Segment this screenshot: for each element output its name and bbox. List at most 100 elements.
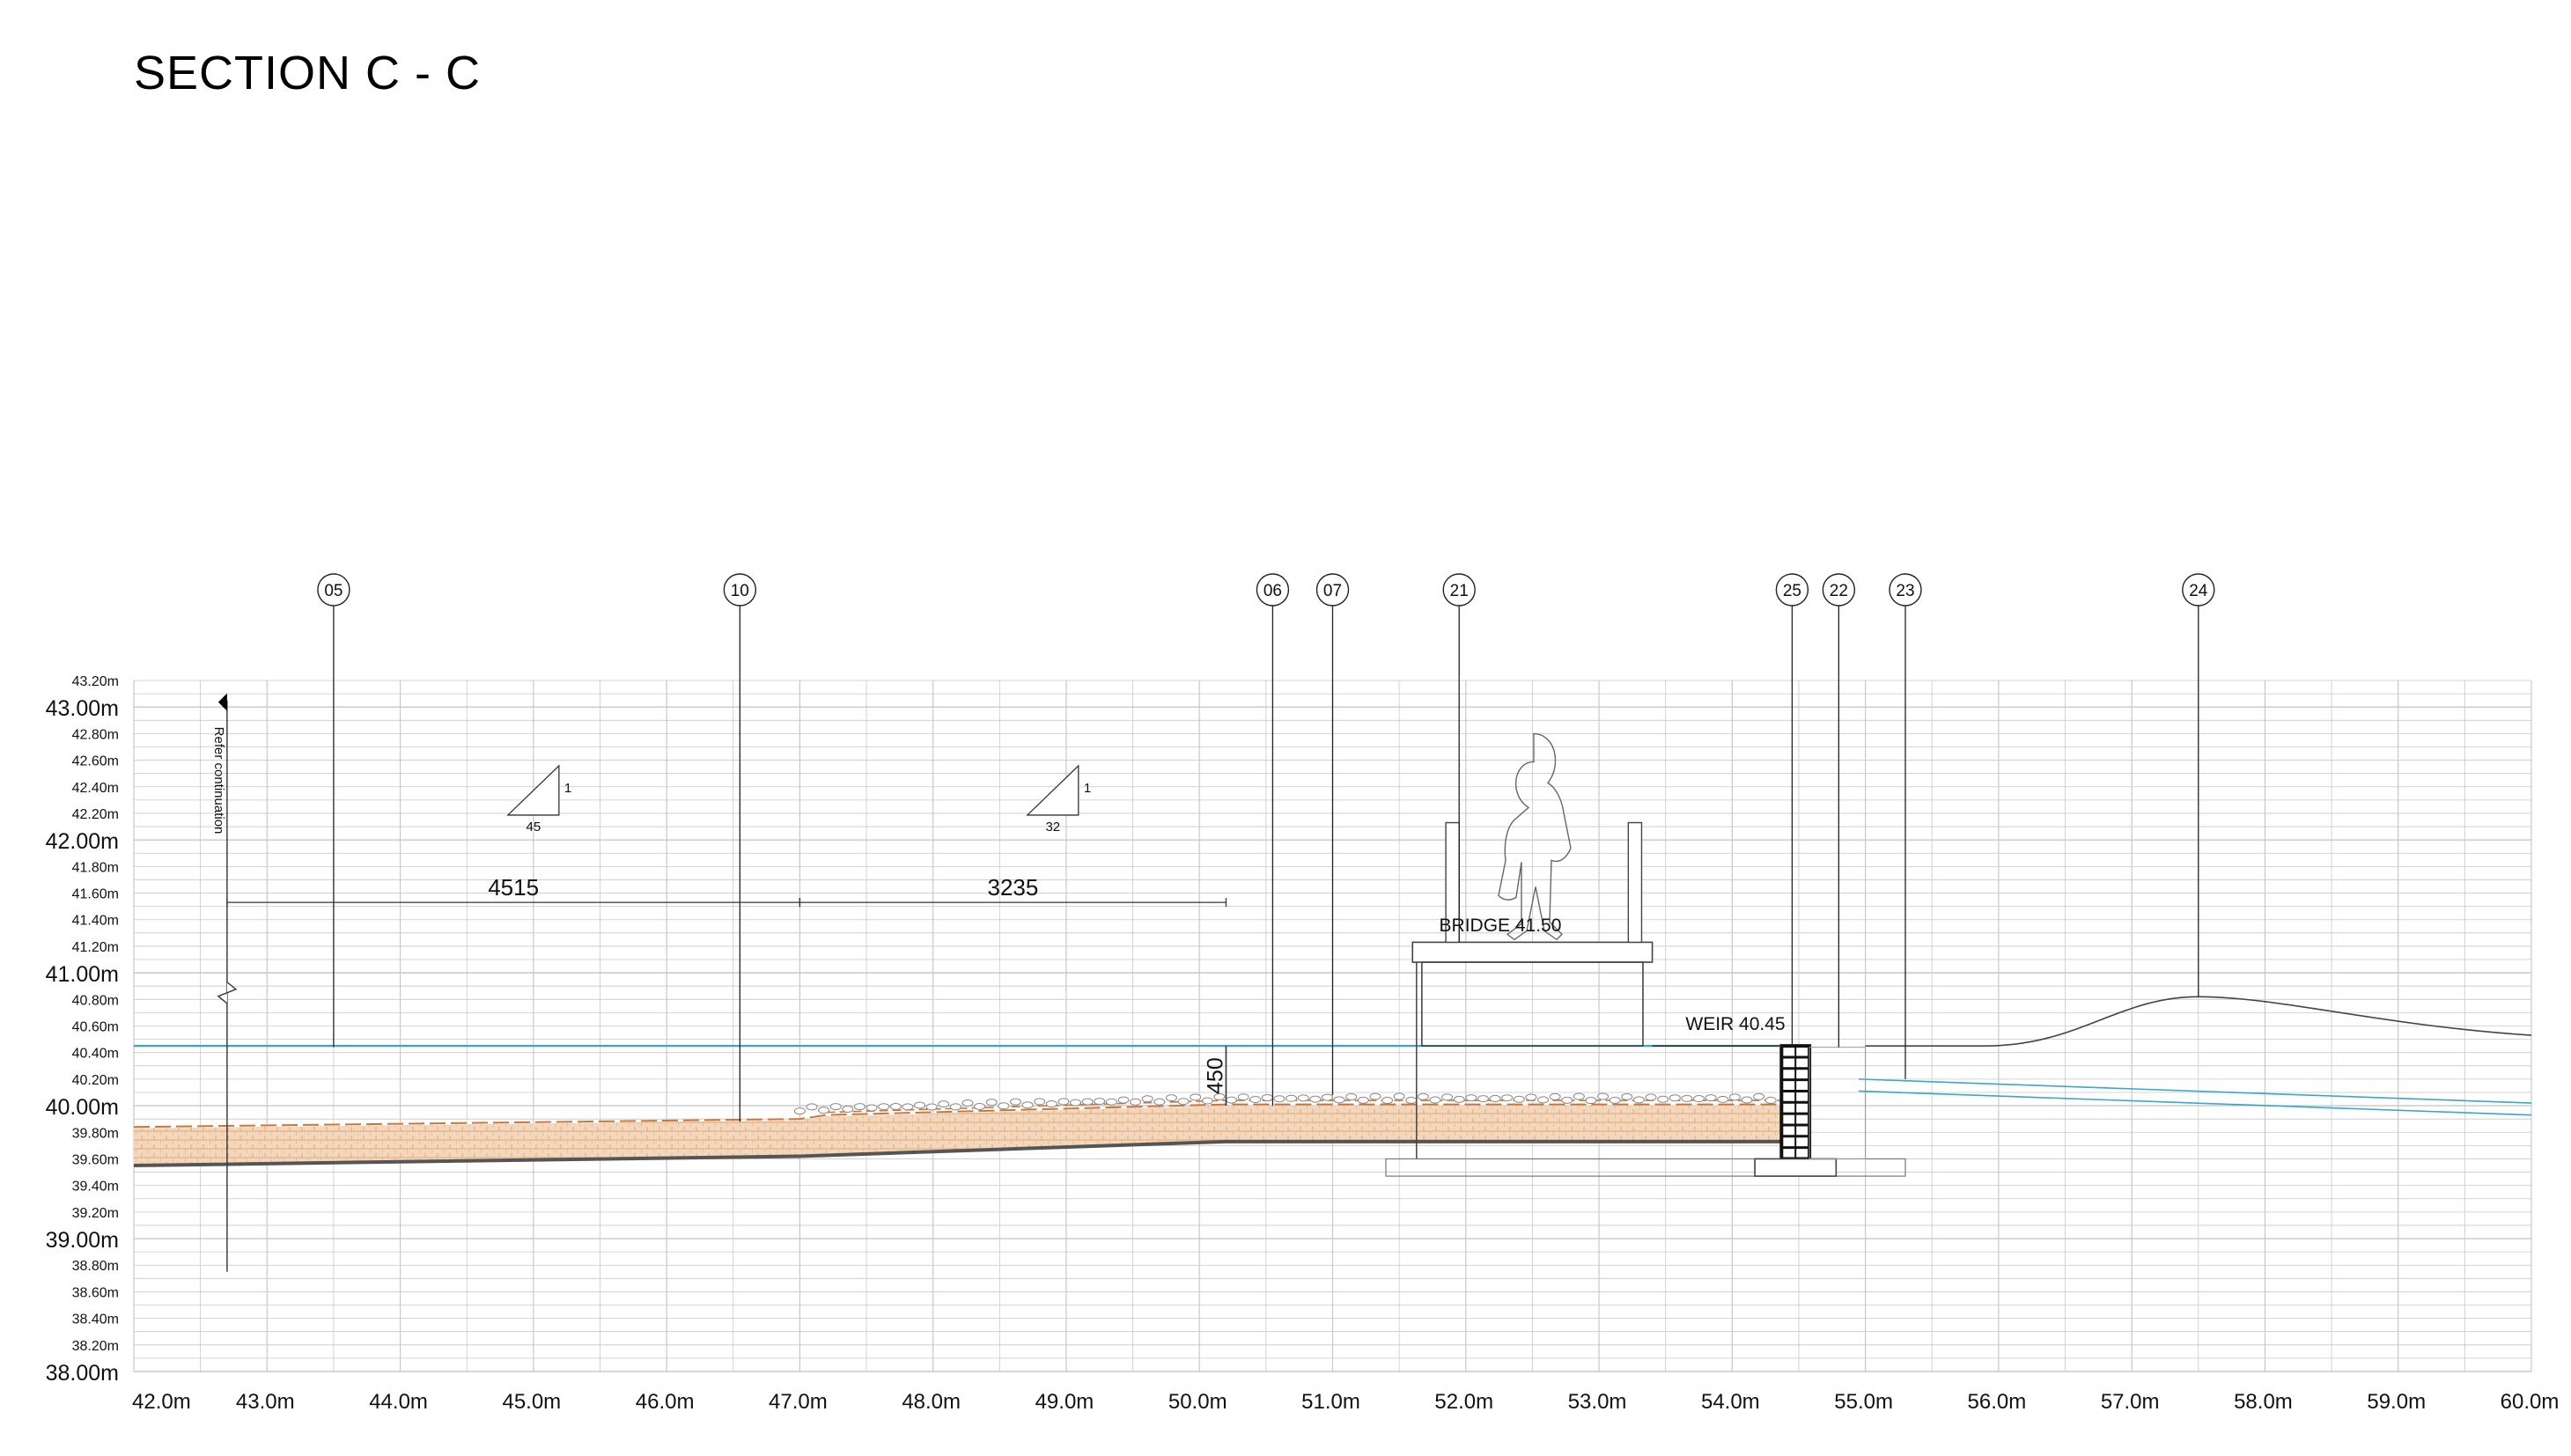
rock-cobble <box>1669 1094 1681 1102</box>
y-minor-label: 42.40m <box>72 781 119 796</box>
rock-cobble <box>1657 1095 1669 1103</box>
bridge-post <box>1627 821 1643 944</box>
callout-number: 21 <box>1450 582 1469 600</box>
dimension-label-vertical: 450 <box>1203 1057 1227 1094</box>
rock-cobble <box>1764 1096 1777 1104</box>
rock-cobble <box>1741 1096 1753 1104</box>
rock-cobble <box>1501 1094 1514 1102</box>
rock-cobble <box>1190 1093 1202 1101</box>
rock-cobble <box>1130 1098 1142 1106</box>
rock-cobble <box>1609 1096 1621 1104</box>
rock-cobble <box>1549 1092 1561 1100</box>
callout-number: 25 <box>1783 582 1801 600</box>
rock-cobble <box>1201 1097 1213 1105</box>
x-tick-label: 45.0m <box>502 1390 561 1414</box>
fill-layer <box>134 1106 1786 1166</box>
rock-cobble <box>1645 1093 1657 1101</box>
rock-cobble <box>1153 1098 1166 1106</box>
x-tick-label: 53.0m <box>1568 1390 1627 1414</box>
callout-number: 23 <box>1896 582 1914 600</box>
callout-circle <box>1315 573 1350 607</box>
rock-cobble <box>1081 1098 1094 1106</box>
callout-number: 24 <box>2189 582 2208 600</box>
rock-cobble <box>1441 1093 1454 1101</box>
fill-top-line <box>133 1103 1786 1129</box>
rock-cobble <box>1537 1096 1550 1104</box>
rock-cobble <box>1070 1099 1082 1107</box>
x-tick-label: 47.0m <box>769 1390 828 1414</box>
y-major-label: 40.00m <box>46 1095 119 1120</box>
break-symbol <box>217 982 238 1004</box>
rock-cobble <box>1141 1095 1153 1103</box>
y-minor-label: 40.80m <box>72 993 119 1008</box>
callout-circle <box>723 573 757 607</box>
y-minor-label: 41.60m <box>72 887 119 902</box>
rock-cobble <box>1693 1095 1705 1103</box>
rock-cobble <box>1273 1095 1286 1103</box>
y-major-label: 39.00m <box>46 1228 119 1253</box>
rock-cobble <box>1561 1096 1573 1104</box>
ground-profile <box>133 996 2532 1168</box>
gradient-run: 32 <box>1045 820 1060 835</box>
rock-cobble <box>961 1099 974 1107</box>
rock-cobble <box>1393 1092 1405 1100</box>
dimension-label: 4515 <box>488 874 539 901</box>
rock-cobble <box>1597 1092 1610 1100</box>
rock-cobble <box>889 1102 902 1110</box>
rock-cobble <box>1681 1094 1693 1102</box>
y-minor-label: 39.20m <box>72 1206 119 1221</box>
gradient-run: 45 <box>526 820 541 835</box>
rock-cobble <box>1117 1096 1130 1104</box>
rock-cobble <box>793 1107 806 1115</box>
y-minor-label: 42.20m <box>72 807 119 822</box>
rock-cobble <box>938 1100 950 1108</box>
y-minor-label: 43.20m <box>72 674 119 689</box>
rock-cobble <box>1728 1093 1741 1101</box>
continuation-label: Refer continuation <box>211 727 226 835</box>
rock-cobble <box>1585 1097 1597 1105</box>
gradient-triangle <box>1026 764 1079 816</box>
y-minor-label: 42.60m <box>72 754 119 769</box>
rock-cobble <box>1165 1094 1177 1102</box>
continuation-arrow <box>217 693 227 711</box>
rock-cobble <box>1286 1094 1298 1102</box>
y-minor-label: 38.60m <box>72 1285 119 1300</box>
callout-number: 06 <box>1263 582 1282 600</box>
rock-cobble <box>1417 1092 1429 1100</box>
rock-cobble <box>866 1104 878 1112</box>
rock-cobble <box>806 1103 818 1111</box>
rock-cobble <box>1333 1096 1345 1104</box>
bridge-deck <box>1411 941 1654 963</box>
rock-cobble <box>925 1103 938 1111</box>
x-tick-label: 59.0m <box>2367 1390 2426 1414</box>
rock-cobble <box>949 1103 961 1111</box>
x-tick-label: 56.0m <box>1968 1390 2027 1414</box>
rock-cobble <box>1009 1098 1021 1106</box>
weir-label: WEIR 40.45 <box>1685 1014 1785 1034</box>
rock-cobble <box>1357 1096 1369 1104</box>
y-minor-label: 41.80m <box>72 860 119 875</box>
callout-circle <box>1889 573 1922 607</box>
y-minor-label: 41.40m <box>72 914 119 929</box>
rock-cobble <box>829 1103 842 1111</box>
rock-cobble <box>1045 1100 1057 1108</box>
rock-cobble <box>842 1105 854 1113</box>
person-silhouette <box>1498 732 1572 941</box>
callout-circle <box>317 573 350 607</box>
gradient-rise: 1 <box>564 781 571 796</box>
y-major-label: 43.00m <box>46 696 119 721</box>
rock-cobble <box>853 1103 866 1111</box>
callout-circle <box>2182 573 2215 607</box>
weir-footing <box>1754 1158 1838 1177</box>
x-tick-label: 54.0m <box>1701 1390 1760 1414</box>
x-tick-label: 42.0m <box>132 1390 191 1414</box>
downstream-water-line <box>1859 1090 2532 1116</box>
y-minor-label: 39.60m <box>72 1152 119 1167</box>
rock-cobble <box>1105 1098 1117 1106</box>
bridge-label: BRIDGE 41.50 <box>1440 916 1562 936</box>
rock-cobble <box>998 1102 1010 1110</box>
y-major-label: 42.00m <box>46 829 119 854</box>
